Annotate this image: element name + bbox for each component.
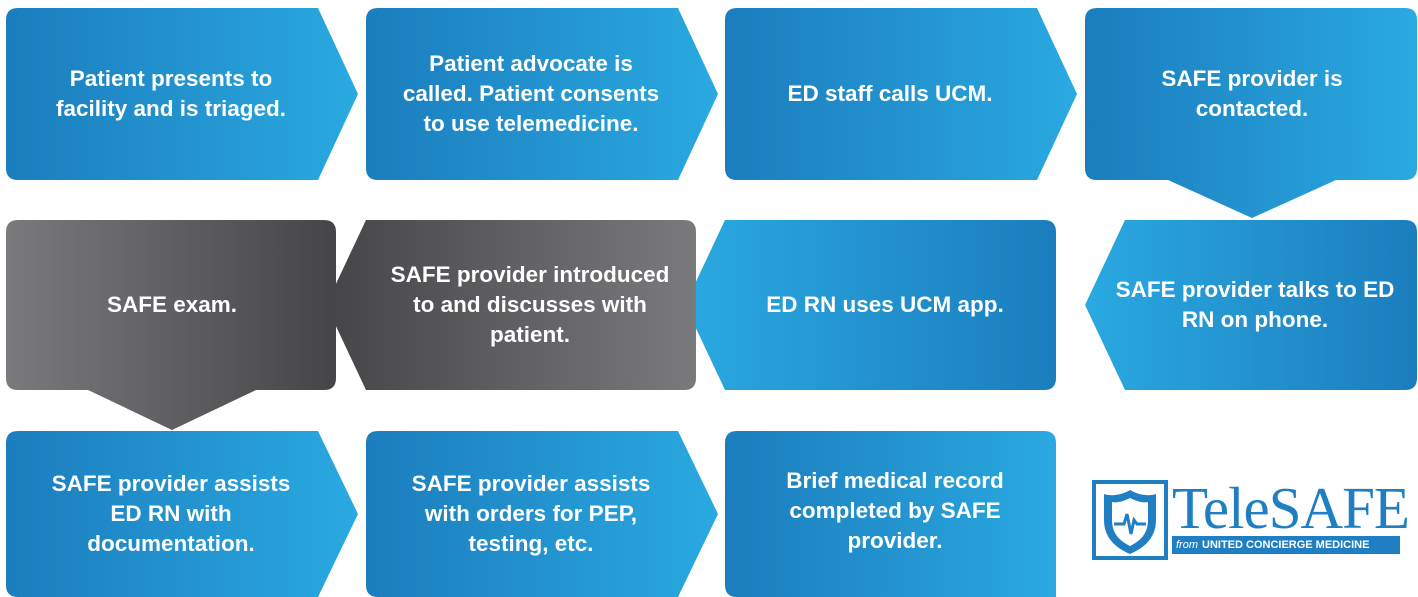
step-4-shape [1085, 8, 1417, 218]
step-1-shape [6, 8, 358, 180]
telesafe-logo: TeleSAFE from UNITED CONCIERGE MEDICINE [1092, 475, 1410, 560]
step-8-shape [6, 220, 336, 430]
step-5-text: SAFE provider talks to ED RN on phone. [1115, 277, 1395, 332]
step-3-text: ED staff calls UCM. [787, 81, 993, 106]
logo-name-part1: Tele [1172, 475, 1270, 541]
step-2-text: Patient advocate is called. Patient cons… [402, 51, 660, 136]
logo-from: from [1176, 539, 1198, 551]
step-8-text: SAFE exam. [106, 292, 238, 317]
step-7-shape [326, 220, 696, 390]
step-11-shape [725, 431, 1056, 597]
step-1-text: Patient presents to facility and is tria… [55, 66, 287, 121]
logo-name-part2: SAFE [1268, 475, 1410, 541]
step-5-shape [1085, 220, 1417, 390]
step-9-shape [6, 431, 358, 597]
step-10-shape [366, 431, 718, 597]
step-3-shape [725, 8, 1077, 180]
logo-tagline: from UNITED CONCIERGE MEDICINE [1172, 536, 1400, 554]
step-2-shape [366, 8, 718, 180]
logo-wordmark: TeleSAFE [1172, 474, 1410, 543]
step-4-text: SAFE provider is contacted. [1161, 66, 1343, 121]
step-10-text: SAFE provider assists with orders for PE… [411, 471, 651, 556]
step-11-text: Brief medical record completed by SAFE p… [786, 468, 1004, 553]
shield-icon [1092, 480, 1168, 560]
step-7-text: SAFE provider introduced to and discusse… [390, 262, 670, 347]
step-9-text: SAFE provider assists ED RN with documen… [51, 471, 291, 556]
step-6-text: ED RN uses UCM app. [766, 292, 1004, 317]
logo-org: UNITED CONCIERGE MEDICINE [1202, 539, 1370, 551]
step-6-shape [685, 220, 1056, 390]
